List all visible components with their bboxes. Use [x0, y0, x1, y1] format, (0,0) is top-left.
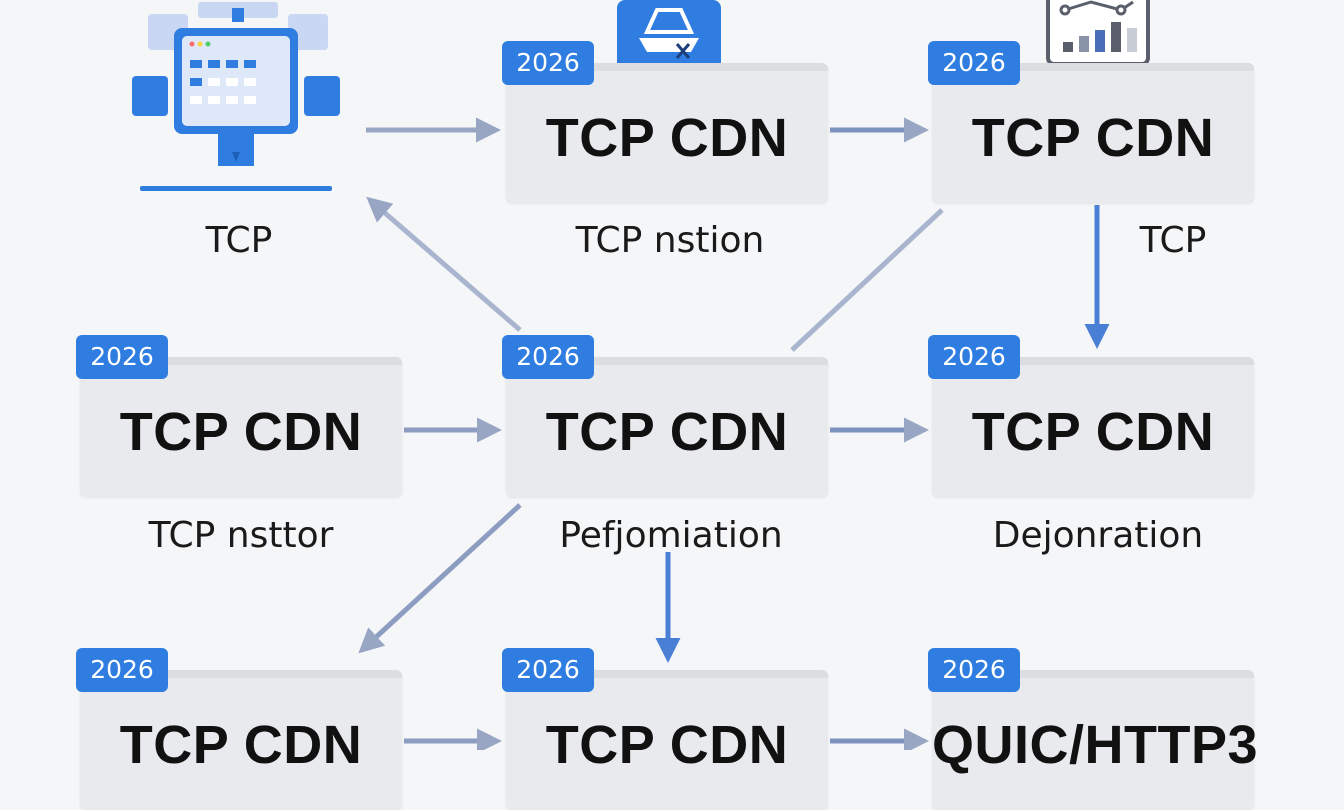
card-title: TCP CDN [971, 108, 1215, 168]
card-topbar [80, 357, 402, 365]
year-badge: 2026 [928, 335, 1020, 379]
card-topbar [80, 670, 402, 678]
card-topbar [932, 670, 1254, 678]
card-title: TCP CDN [119, 402, 363, 462]
caption-r2c2: Pefjomiation [559, 515, 783, 556]
card-title: TCP CDN [545, 108, 789, 168]
card-topbar [506, 357, 828, 365]
card-r3c3: 2026 QUIC/HTTP3 [928, 648, 1259, 810]
caption-r2c1: TCP nsttor [148, 515, 334, 556]
card-topbar [932, 357, 1254, 365]
card-r3c2: 2026 TCP CDN [502, 648, 828, 810]
card-r1c2: 2026 TCP CDN [502, 41, 828, 203]
caption-r1c2: TCP nstion [575, 220, 765, 261]
caption-r1c1: TCP [205, 220, 273, 261]
card-title: TCP CDN [971, 402, 1215, 462]
card-title: TCP CDN [545, 715, 789, 775]
year-badge: 2026 [502, 648, 594, 692]
card-topbar [506, 63, 828, 71]
year-badge: 2026 [502, 335, 594, 379]
caption-r1c3: TCP [1139, 220, 1207, 261]
server-rack-icon [132, 2, 340, 191]
year-badge: 2026 [76, 335, 168, 379]
arrows-layer [358, 117, 1110, 750]
flow-diagram: 2026 TCP CDN 2026 TCP CDN 2026 TCP CDN 2… [76, 0, 1258, 810]
year-badge: 2026 [502, 41, 594, 85]
card-r1c3: 2026 TCP CDN [928, 41, 1254, 203]
card-r2c2: 2026 TCP CDN [502, 335, 828, 497]
card-r2c3: 2026 TCP CDN [928, 335, 1254, 497]
card-title: TCP CDN [545, 402, 789, 462]
year-badge: 2026 [76, 648, 168, 692]
line-r2c2-to-r1c3 [790, 208, 944, 352]
caption-r2c3: Dejonration [992, 515, 1204, 556]
card-topbar [506, 670, 828, 678]
year-badge: 2026 [928, 648, 1020, 692]
arrow-r2c2-to-icon [366, 196, 522, 332]
ship-icon [617, 0, 721, 70]
year-badge: 2026 [928, 41, 1020, 85]
card-r2c1: 2026 TCP CDN [76, 335, 402, 497]
card-topbar [932, 63, 1254, 71]
card-title: TCP CDN [119, 715, 363, 775]
card-title: QUIC/HTTP3 [932, 715, 1259, 775]
card-r3c1: 2026 TCP CDN [76, 648, 402, 810]
analytics-chart-icon [1046, 0, 1150, 66]
arrow-r2c2-to-r3c1 [358, 503, 522, 654]
